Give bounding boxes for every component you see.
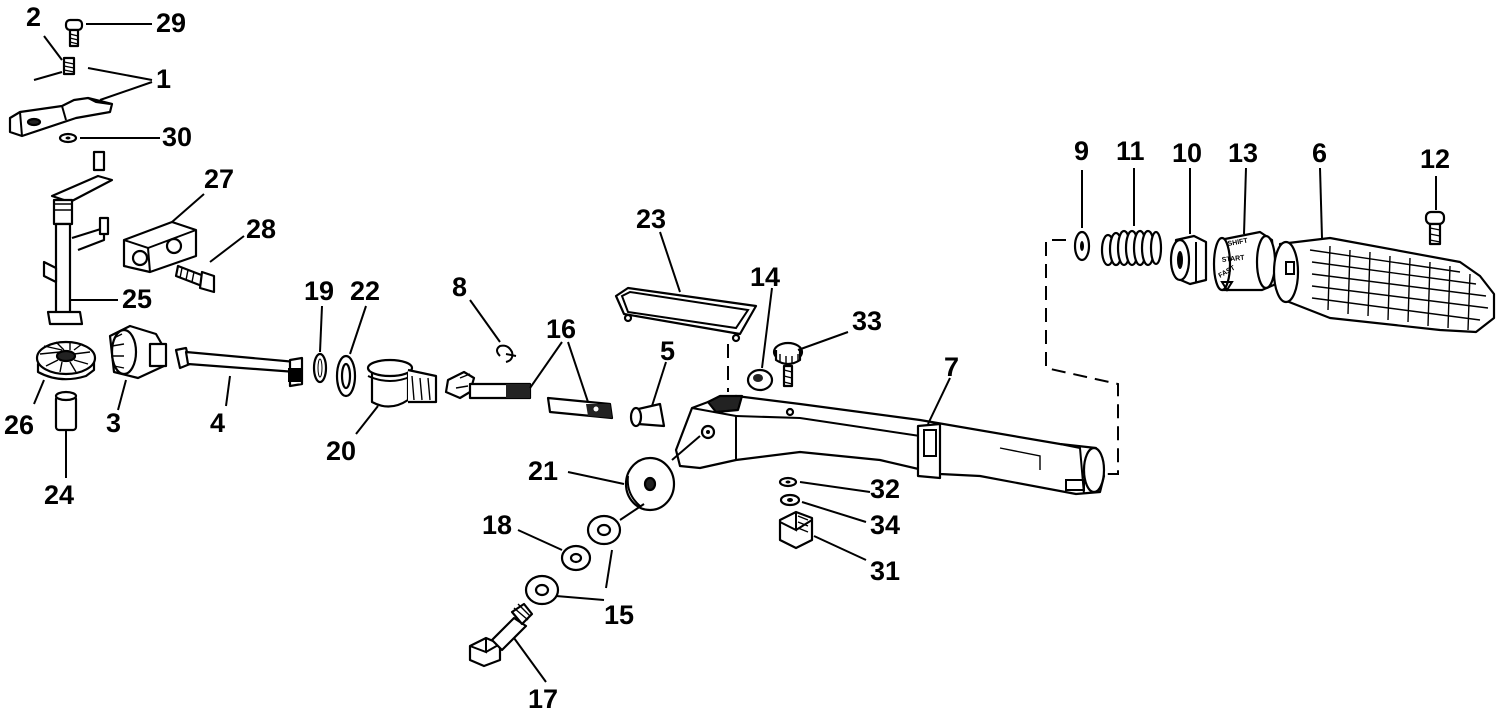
part-23-cover [614,286,758,343]
callout-22: 22 [350,276,380,306]
callout-7: 7 [944,352,959,382]
part-24-bushing [54,390,78,432]
callout-12: 12 [1420,144,1450,174]
part-25-shift-shaft [42,150,114,326]
callout-11: 11 [1116,136,1145,166]
part-8-clip [496,344,517,363]
part-29-screw [64,18,84,48]
part-28-bolt [174,264,216,294]
callout-8: 8 [452,272,467,302]
part-11-spring [1100,229,1163,267]
part-17-bolt [468,602,534,668]
part-6-grip [1272,236,1496,334]
grip-mark-start: START [1221,255,1245,264]
part-26-gear [35,340,97,381]
callout-34: 34 [870,510,900,540]
part-30-washer [58,132,78,144]
callout-18: 18 [482,510,512,540]
callout-16: 16 [546,314,576,344]
part-15-washers [524,514,622,606]
callout-9: 9 [1074,136,1089,166]
part-19-ring [312,352,328,384]
callout-25: 25 [122,284,152,314]
callout-27: 27 [204,164,234,194]
part-9-washer [1073,230,1091,262]
callout-17: 17 [528,684,558,713]
callout-6: 6 [1312,138,1327,168]
part-33-thumbscrew [772,341,804,388]
part-7-tiller [674,394,1106,496]
part-13-sleeve: SHIFT START FAST [1212,230,1278,292]
callout-24: 24 [44,480,74,510]
part-34-washer [779,493,801,507]
part-12-screw [1424,210,1446,246]
part-27-clamp [122,220,198,274]
callout-4: 4 [210,408,225,438]
callout-5: 5 [660,336,675,366]
callout-33: 33 [852,306,882,336]
callout-1: 1 [156,64,171,94]
callout-14: 14 [750,262,780,292]
callout-10: 10 [1172,138,1202,168]
callout-21: 21 [528,456,558,486]
part-2-pin [33,56,76,81]
callout-28: 28 [246,214,276,244]
grip-mark-shift: SHIFT [1227,237,1249,248]
part-3-hub [108,324,168,380]
part-14-nut [746,368,774,392]
callout-23: 23 [636,204,666,234]
part-22-washer [335,354,357,398]
part-32-washer [778,476,798,488]
part-4-shaft [174,346,304,388]
part-20-clutch [366,358,438,408]
callout-26: 26 [4,410,34,440]
part-1-lever [8,96,114,138]
part-10-collar [1169,234,1208,286]
callout-13: 13 [1228,138,1258,168]
callout-32: 32 [870,474,900,504]
part-31-nut [778,510,814,550]
callout-3: 3 [106,408,121,438]
part-18-washer [560,544,592,572]
part-5-bushing [629,402,666,428]
callout-2: 2 [26,2,41,32]
leader-lines [33,23,1437,683]
callout-19: 19 [304,276,334,306]
callout-labels: 2 29 1 30 27 28 25 19 22 8 16 23 14 33 5… [4,2,1450,713]
part-16-rods [444,370,614,420]
part-21-washer [624,456,676,512]
callout-31: 31 [870,556,900,586]
callout-30: 30 [162,122,192,152]
callout-20: 20 [326,436,356,466]
callout-15: 15 [604,600,634,630]
callout-29: 29 [156,8,186,38]
assembly-dashed-line [1045,239,1119,475]
